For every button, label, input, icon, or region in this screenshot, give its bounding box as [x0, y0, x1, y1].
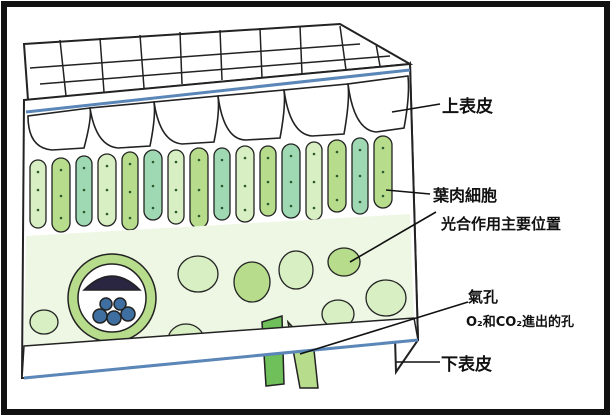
- label-mesophyll-cells: 葉肉細胞: [433, 182, 497, 206]
- label-stoma: 氣孔: [468, 286, 498, 307]
- label-lower-epidermis: 下表皮: [441, 350, 492, 375]
- label-upper-epidermis: 上表皮: [442, 92, 493, 117]
- label-stoma-function: O₂和CO₂進出的孔: [466, 311, 574, 330]
- label-mesophyll-function: 光合作用主要位置: [441, 213, 561, 234]
- vascular-bundle: [68, 254, 156, 342]
